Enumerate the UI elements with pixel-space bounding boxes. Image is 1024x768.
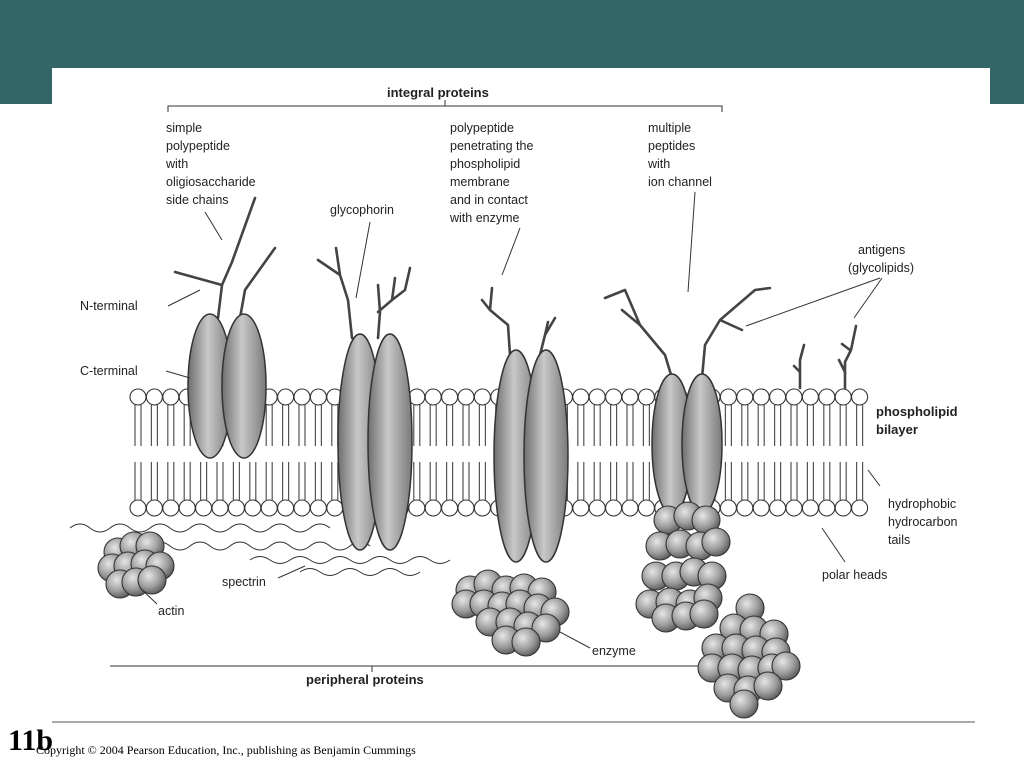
glycophorin-label: glycophorin (330, 203, 394, 217)
antigens-label: antigens (glycolipids) (848, 243, 914, 275)
integral-protein-1 (187, 313, 267, 459)
spectrin-label: spectrin (222, 575, 266, 589)
peripheral-protein-clusters (97, 501, 801, 719)
hydrophobic-tails-label: hydrophobic hydrocarbon tails (888, 497, 961, 547)
c-terminal-label: C-terminal (80, 364, 138, 378)
copyright-notice: Copyright © 2004 Pearson Education, Inc.… (36, 743, 416, 757)
glycophorin-protein (337, 333, 413, 551)
n-terminal-label: N-terminal (80, 299, 138, 313)
polar-heads-label: polar heads (822, 568, 887, 582)
ion-channel-protein (651, 373, 723, 515)
glycolipid-antigens (792, 324, 858, 390)
pointer-lines (139, 191, 883, 649)
integral-protein-3 (493, 349, 569, 563)
slide-number: 11b (8, 724, 54, 757)
peripheral-proteins-label: peripheral proteins (306, 672, 424, 687)
spectrin-filaments (69, 523, 451, 576)
integral-bracket (167, 100, 723, 112)
simple-polypeptide-label: simple polypeptide with oligiosaccharide… (165, 121, 259, 207)
actin-label: actin (158, 604, 184, 618)
oligosaccharide-chains (173, 196, 772, 380)
integral-proteins-label: integral proteins (387, 85, 489, 100)
polypeptide-penetrating-label: polypeptide penetrating the phospholipid… (449, 121, 537, 225)
multiple-peptides-label: multiple peptides with ion channel (647, 121, 712, 189)
phospholipid-bilayer-label: phospholipid bilayer (876, 404, 961, 437)
enzyme-label: enzyme (592, 644, 636, 658)
